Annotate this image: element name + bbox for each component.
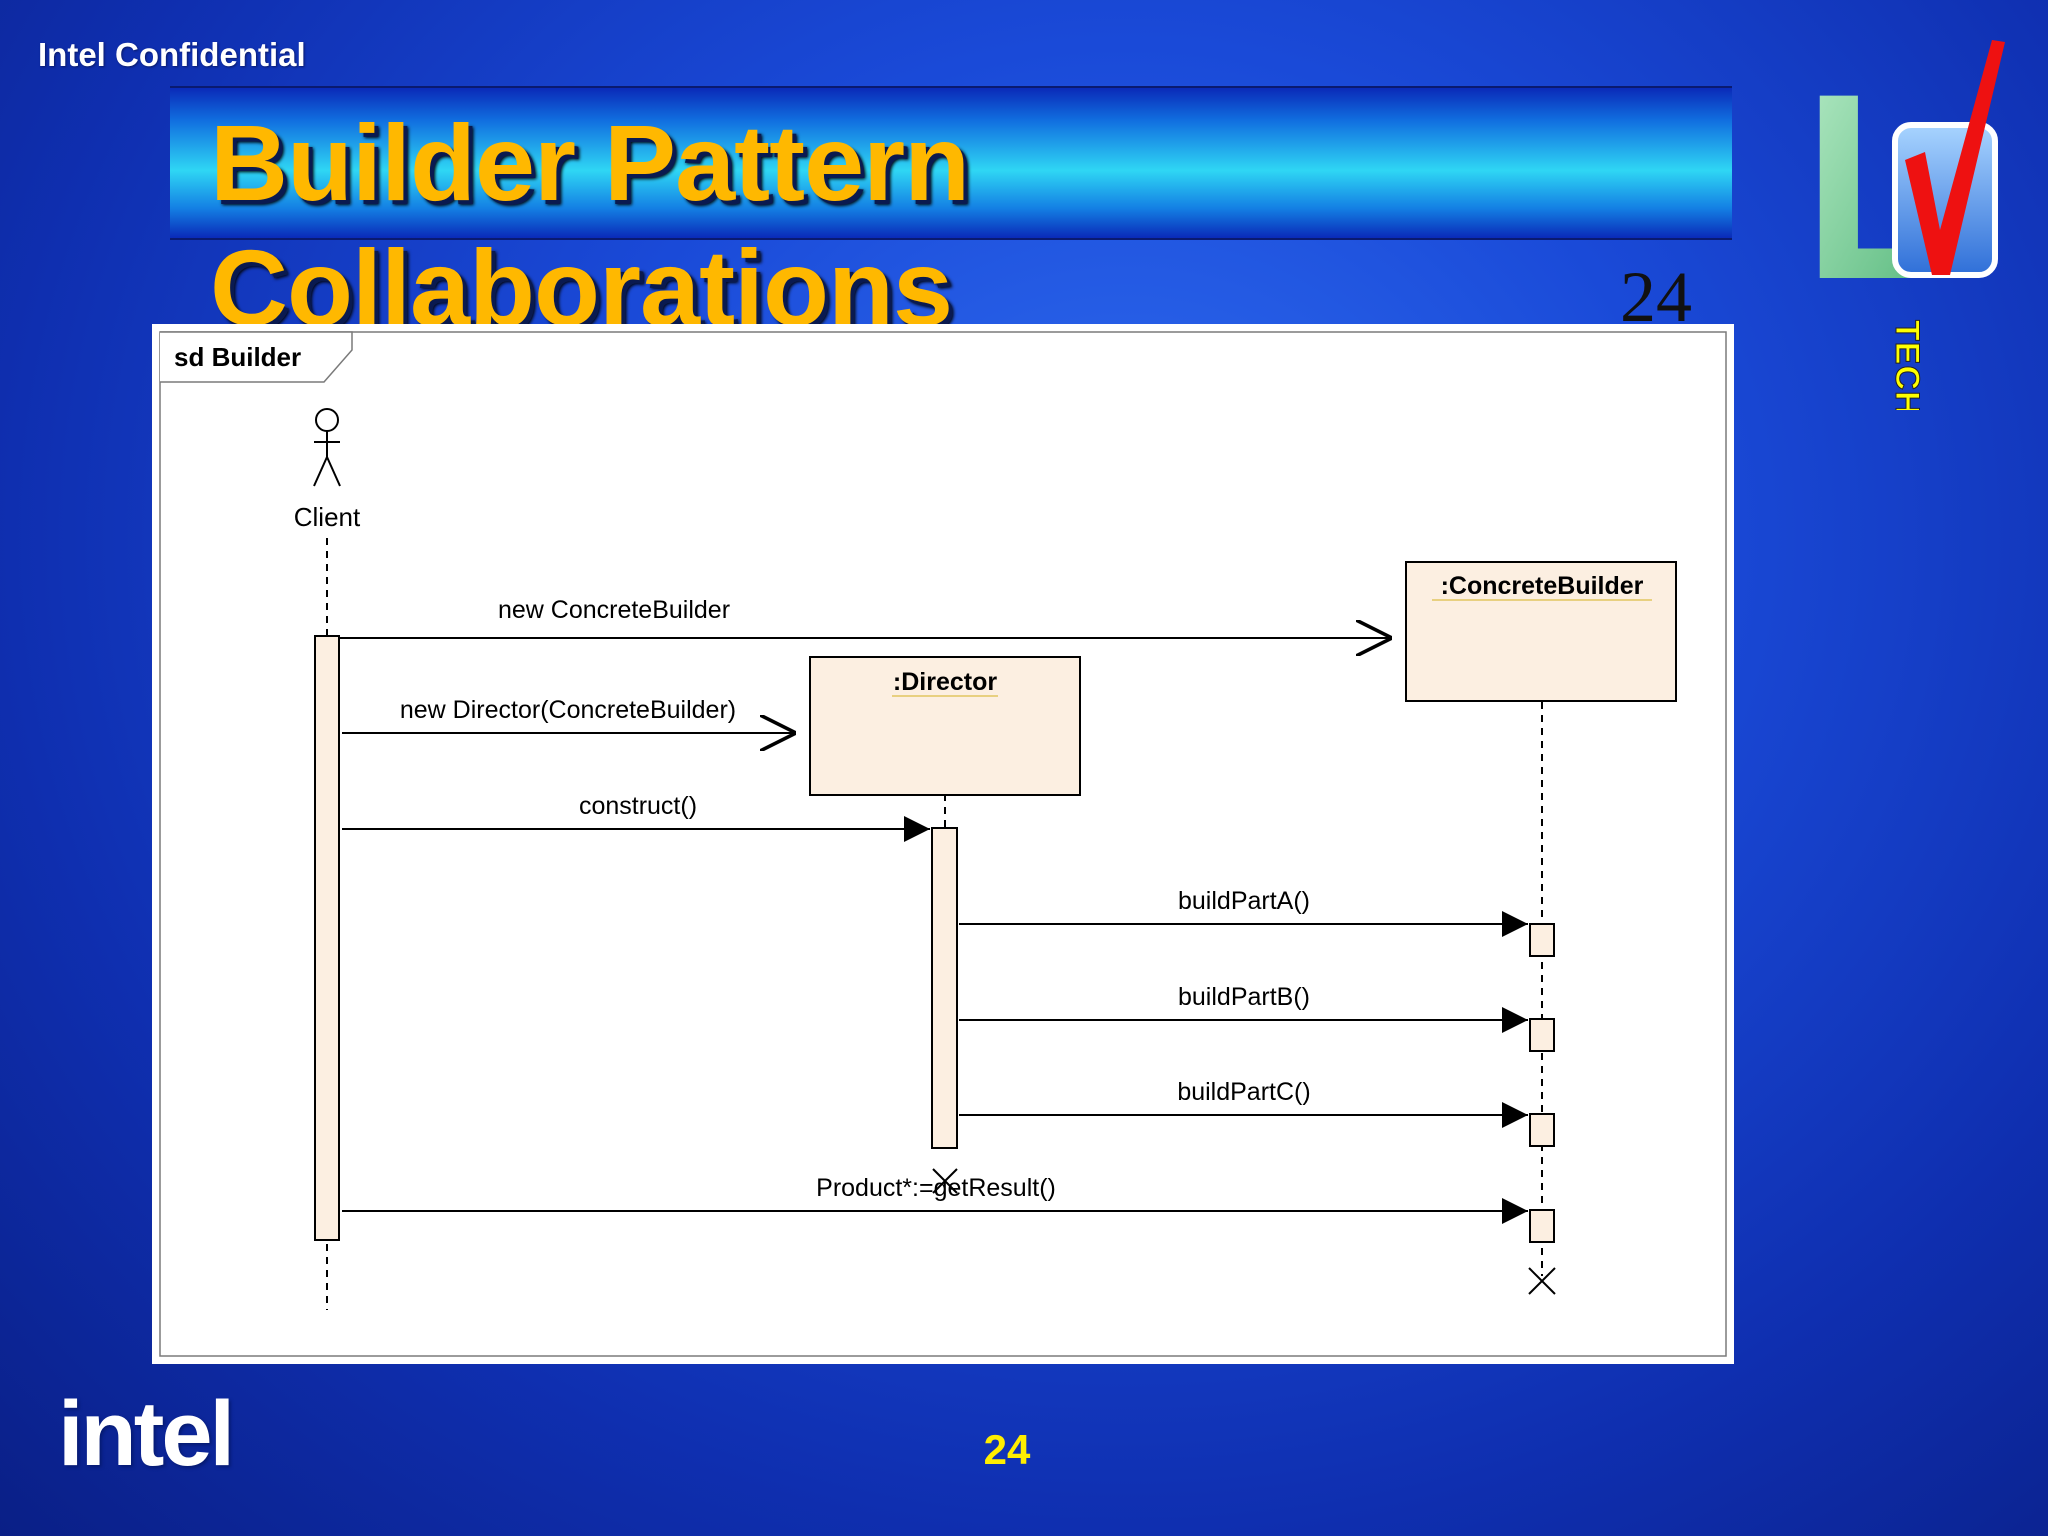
title-banner	[170, 86, 1732, 240]
builder-activation-a	[1529, 923, 1555, 957]
actor-label: Client	[294, 502, 361, 532]
confidential-label: Intel Confidential	[38, 36, 306, 73]
logo-vertical-text: TECHNOLOGY	[1888, 320, 1926, 410]
page-number: 24	[983, 1426, 1031, 1473]
message-label-build-part-b: buildPartB()	[1178, 983, 1310, 1011]
builder-activation-b	[1529, 1018, 1555, 1052]
director-activation	[931, 827, 958, 1149]
frame-border	[159, 331, 1727, 1357]
client-activation	[314, 635, 340, 1241]
director-lifeline-head	[809, 656, 1081, 796]
intel-logo: intel	[58, 1383, 235, 1485]
corner-page-number: 24	[1620, 257, 1692, 337]
client-actor-icon	[313, 408, 341, 487]
builder-activation-result	[1529, 1209, 1555, 1243]
frame-label-tab	[160, 331, 353, 383]
frame-label: sd Builder	[174, 342, 301, 372]
message-label-get-result: Product*:=getResult()	[816, 1174, 1056, 1202]
director-destroy-icon	[932, 1168, 958, 1194]
slide-title: Builder Pattern Collaborations	[210, 102, 970, 348]
message-label-new-director: new Director(ConcreteBuilder)	[400, 696, 736, 724]
sequence-diagram: sd Builder Client :Director :ConcreteBui…	[159, 331, 1727, 1357]
message-label-new-concrete-builder: new ConcreteBuilder	[498, 596, 730, 624]
director-label: :Director	[893, 668, 997, 696]
builder-lifeline-head	[1405, 561, 1677, 702]
builder-destroy-icon	[1528, 1267, 1556, 1295]
builder-label: :ConcreteBuilder	[1441, 572, 1644, 600]
diagram-frame: sd Builder Client :Director :ConcreteBui…	[152, 324, 1734, 1364]
message-label-build-part-c: buildPartC()	[1177, 1078, 1310, 1106]
message-label-build-part-a: buildPartA()	[1178, 887, 1310, 915]
builder-activation-c	[1529, 1113, 1555, 1147]
message-label-construct: construct()	[579, 792, 697, 820]
technology-logo: L TECHNOLOGY	[1802, 39, 2005, 410]
checkmark-icon	[1905, 40, 2005, 275]
